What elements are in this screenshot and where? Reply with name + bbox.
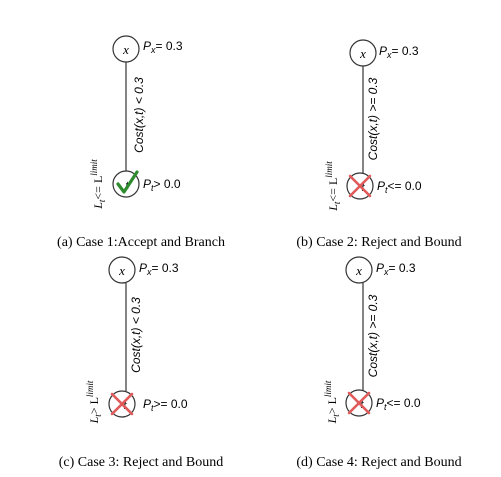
length-limit-label: Lt<= Llimit [324, 161, 342, 212]
bottom-prob-label: Pt>= 0.0 [143, 397, 188, 413]
bottom-node-label: t [360, 396, 364, 411]
top-prob-label: Px= 0.3 [139, 261, 179, 277]
cross-icon [347, 391, 371, 415]
panel-c: x Px= 0.3 Cost(x,t) < 0.3 t Pt>= 0.0 Lt>… [59, 256, 223, 470]
caption: (d) Case 4: Reject and Bound [296, 455, 461, 470]
cross-icon [348, 174, 372, 198]
top-node [112, 35, 140, 63]
length-limit-label: Lt> Llimit [85, 380, 103, 424]
panel-b: x Px= 0.3 Cost(x,t) >= 0.3 t Pt<= 0.0 Lt… [296, 39, 462, 250]
top-node-label: x [359, 46, 366, 61]
length-limit-label: Lt<= Llimit [89, 159, 107, 210]
edge-cost-label: Cost(x,t) < 0.3 [129, 297, 143, 373]
panel-a: x Px= 0.3 Cost(x,t) < 0.3 t Pt> 0.0 Lt<=… [57, 35, 225, 250]
top-node [108, 256, 136, 284]
edge-cost-label: Cost(x,t) >= 0.3 [366, 77, 380, 160]
top-prob-label: Px= 0.3 [143, 39, 183, 55]
bottom-prob-label: Pt<= 0.0 [376, 396, 421, 412]
bottom-prob-label: Pt<= 0.0 [377, 179, 422, 195]
top-prob-label: Px= 0.3 [379, 44, 419, 60]
caption: (b) Case 2: Reject and Bound [296, 235, 461, 250]
bottom-prob-label: Pt> 0.0 [143, 177, 181, 193]
edge-cost-label: Cost(x,t) < 0.3 [132, 77, 146, 153]
top-node [345, 256, 373, 284]
caption: (c) Case 3: Reject and Bound [59, 455, 223, 470]
check-icon [116, 170, 139, 194]
top-node-label: x [118, 263, 125, 278]
top-node-label: x [355, 263, 362, 278]
caption: (a) Case 1:Accept and Branch [57, 235, 225, 250]
panel-d: x Px= 0.3 Cost(x,t) >= 0.3 t Pt<= 0.0 Lt… [296, 256, 462, 470]
length-limit-label: Lt> Llimit [323, 380, 341, 424]
cross-icon [110, 392, 134, 416]
bottom-node-label: t [123, 397, 127, 412]
top-node [349, 39, 377, 67]
top-prob-label: Px= 0.3 [376, 261, 416, 277]
bottom-node-label: t [361, 179, 365, 194]
edge-cost-label: Cost(x,t) >= 0.3 [366, 294, 380, 377]
top-node-label: x [122, 42, 129, 57]
